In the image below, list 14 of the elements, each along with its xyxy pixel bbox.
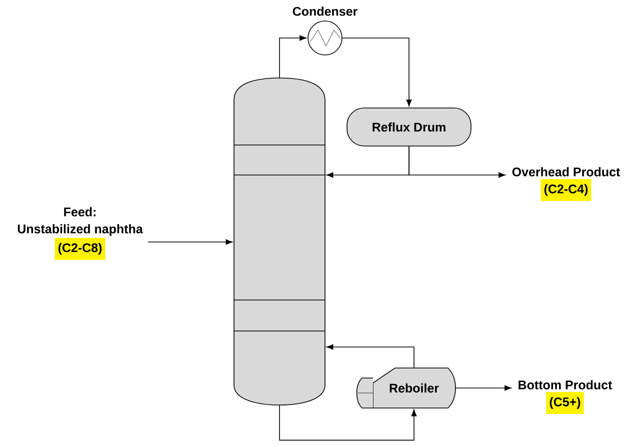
stream-label: Bottom Product (C5+) (518, 380, 612, 414)
stream-label: Overhead Product (C2-C4) (512, 167, 620, 202)
arrow (148, 239, 233, 245)
stream-label: Feed: Unstabilized naphtha (C2-C8) (18, 207, 143, 260)
arrow (342, 38, 412, 106)
arrow (326, 344, 414, 368)
equipment-label: Condenser (292, 6, 358, 16)
arrow (408, 146, 506, 178)
distillation-column (234, 78, 326, 406)
arrow (279, 35, 306, 78)
reboiler: Reboiler (356, 368, 456, 408)
arrow (454, 385, 512, 391)
reflux-drum: Reflux Drum (346, 108, 472, 146)
arrow (279, 404, 417, 441)
